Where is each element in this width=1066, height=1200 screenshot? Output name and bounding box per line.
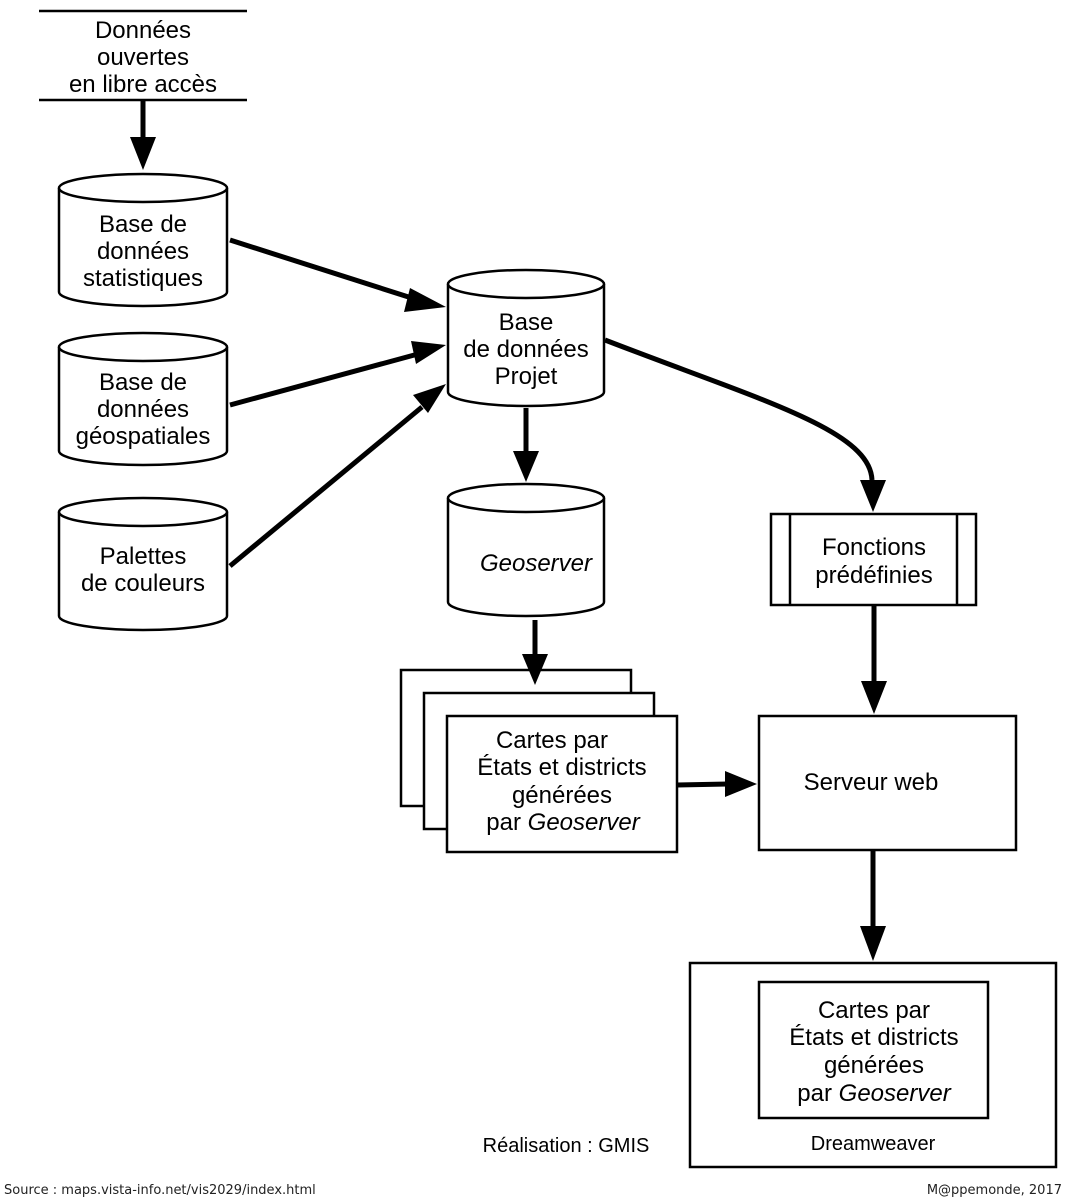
cylinder-body bbox=[57, 188, 229, 308]
arrowhead bbox=[513, 451, 539, 482]
maps-line-3: générées bbox=[512, 782, 612, 809]
db-geo-line-1: Base de bbox=[99, 369, 187, 396]
arrowhead bbox=[404, 288, 446, 312]
edge-geoserver-to-maps bbox=[522, 620, 548, 685]
final-maps-box bbox=[757, 980, 990, 1120]
arrowhead bbox=[860, 480, 886, 512]
functions-line-1: Fonctions bbox=[822, 534, 926, 561]
open-data-line-2: ouvertes bbox=[97, 44, 189, 71]
palettes-line-1: Palettes bbox=[100, 543, 187, 570]
maps-line-1: Cartes par bbox=[496, 727, 608, 754]
arrowhead bbox=[413, 384, 446, 413]
db-project-line-2: de données bbox=[463, 336, 588, 363]
cylinder-top bbox=[446, 482, 606, 514]
cylinder-top bbox=[446, 268, 606, 300]
db-stats-line-3: statistiques bbox=[83, 265, 203, 292]
realisation-credit: Réalisation : GMIS bbox=[483, 1135, 650, 1157]
web-server-box bbox=[757, 714, 1018, 852]
maps-line-2: États et districts bbox=[477, 754, 646, 781]
open-data-line-3: en libre accès bbox=[69, 71, 217, 98]
arrowhead bbox=[411, 341, 446, 364]
cylinder-body bbox=[446, 498, 606, 618]
node-open-data: Données ouvertes en libre accès bbox=[39, 9, 247, 102]
geoserver-label: Geoserver bbox=[480, 550, 593, 577]
final-maps-line-2: États et districts bbox=[789, 1024, 958, 1051]
node-web-server: Serveur web bbox=[757, 714, 1018, 852]
node-generated-maps: Cartes par États et districts générées p… bbox=[399, 668, 679, 854]
arrowhead bbox=[725, 771, 757, 797]
arrowhead bbox=[130, 137, 156, 170]
source-credit: Source : maps.vista-info.net/vis2029/ind… bbox=[4, 1183, 316, 1198]
node-db-project: Base de données Projet bbox=[446, 268, 606, 408]
edge-db-project-to-geoserver bbox=[513, 408, 539, 482]
edge-db-project-to-functions bbox=[604, 337, 886, 512]
maps-line-4: par Geoserver bbox=[486, 809, 640, 836]
dreamweaver-label: Dreamweaver bbox=[811, 1133, 936, 1155]
cylinder-top bbox=[57, 172, 229, 204]
db-geo-line-2: données bbox=[97, 396, 189, 423]
cylinder-top bbox=[57, 331, 229, 363]
node-db-geospatial: Base de données géospatiales bbox=[57, 331, 229, 467]
palettes-line-2: de couleurs bbox=[81, 570, 205, 597]
web-server-label: Serveur web bbox=[804, 769, 939, 796]
node-predefined-functions: Fonctions prédéfinies bbox=[769, 512, 978, 607]
document-front bbox=[445, 714, 679, 854]
arrowhead bbox=[522, 654, 548, 685]
edge-palettes-to-db-project bbox=[228, 384, 446, 568]
db-stats-line-2: données bbox=[97, 238, 189, 265]
final-maps-line-4: par Geoserver bbox=[797, 1080, 951, 1107]
cylinder-top bbox=[57, 496, 229, 528]
arrowhead bbox=[861, 681, 887, 714]
db-stats-line-1: Base de bbox=[99, 211, 187, 238]
db-geo-line-3: géospatiales bbox=[76, 423, 211, 450]
edge-db-geo-to-db-project bbox=[229, 341, 446, 408]
edge-db-stats-to-db-project bbox=[229, 237, 446, 312]
arrowhead bbox=[860, 926, 886, 961]
edge-web-server-to-dreamweaver bbox=[860, 851, 886, 961]
cylinder-body bbox=[57, 347, 229, 467]
cylinder-body bbox=[57, 512, 229, 632]
edge-maps-to-web-server bbox=[676, 771, 757, 797]
functions-line-2: prédéfinies bbox=[815, 562, 932, 589]
cylinder-body bbox=[446, 284, 606, 408]
final-maps-line-1: Cartes par bbox=[818, 997, 930, 1024]
open-data-line-1: Données bbox=[95, 17, 191, 44]
node-geoserver: Geoserver bbox=[446, 482, 606, 618]
node-dreamweaver: Cartes par États et districts générées p… bbox=[688, 961, 1058, 1169]
edge-open-data-to-db-stats bbox=[130, 101, 156, 170]
db-project-line-1: Base bbox=[499, 309, 554, 336]
node-palettes: Palettes de couleurs bbox=[57, 496, 229, 632]
copyright-credit: M@ppemonde, 2017 bbox=[927, 1183, 1062, 1198]
edge-functions-to-web-server bbox=[861, 606, 887, 714]
db-project-line-3: Projet bbox=[495, 363, 558, 390]
final-maps-line-3: générées bbox=[824, 1052, 924, 1079]
process-box bbox=[769, 512, 978, 607]
node-db-statistics: Base de données statistiques bbox=[57, 172, 229, 308]
